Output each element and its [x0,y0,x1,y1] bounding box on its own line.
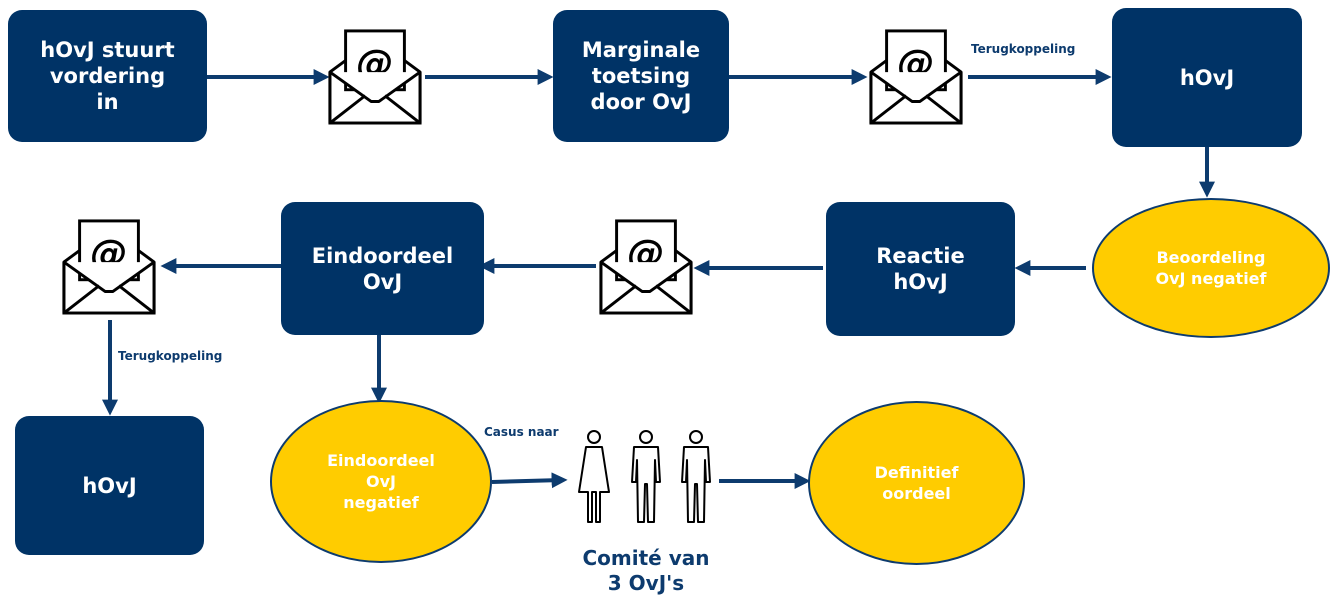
envelope-at-icon: @ [599,219,693,315]
arrow-o2-committee [491,472,568,489]
step-final-judgement: Eindoordeel OvJ [281,202,484,335]
committee-caption: Comité van 3 OvJ's [582,546,710,595]
feedback-label: Terugkoppeling [118,349,223,363]
envelope-at-icon: @ [62,219,156,315]
woman-icon [578,430,610,523]
case-to-label: Casus naar [484,425,559,439]
step-hovj-bottom: hOvJ [15,416,204,555]
man-icon [631,430,661,523]
step-marginal-review: Marginale toetsing door OvJ [553,10,729,142]
man-icon [681,430,711,523]
definitive-judgement-oval: Definitief oordeel [808,401,1025,565]
envelope-at-icon: @ [869,29,963,125]
judgement-negative-oval: Beoordeling OvJ negatief [1092,198,1330,338]
step-hovj-top: hOvJ [1112,8,1302,147]
step-hovj-response: Reactie hOvJ [826,202,1015,336]
envelope-at-icon: @ [328,29,422,125]
step-submit-claim: hOvJ stuurt vordering in [8,10,207,142]
feedback-label: Terugkoppeling [971,42,1076,56]
final-judgement-negative-oval: Eindoordeel OvJ negatief [270,400,492,563]
